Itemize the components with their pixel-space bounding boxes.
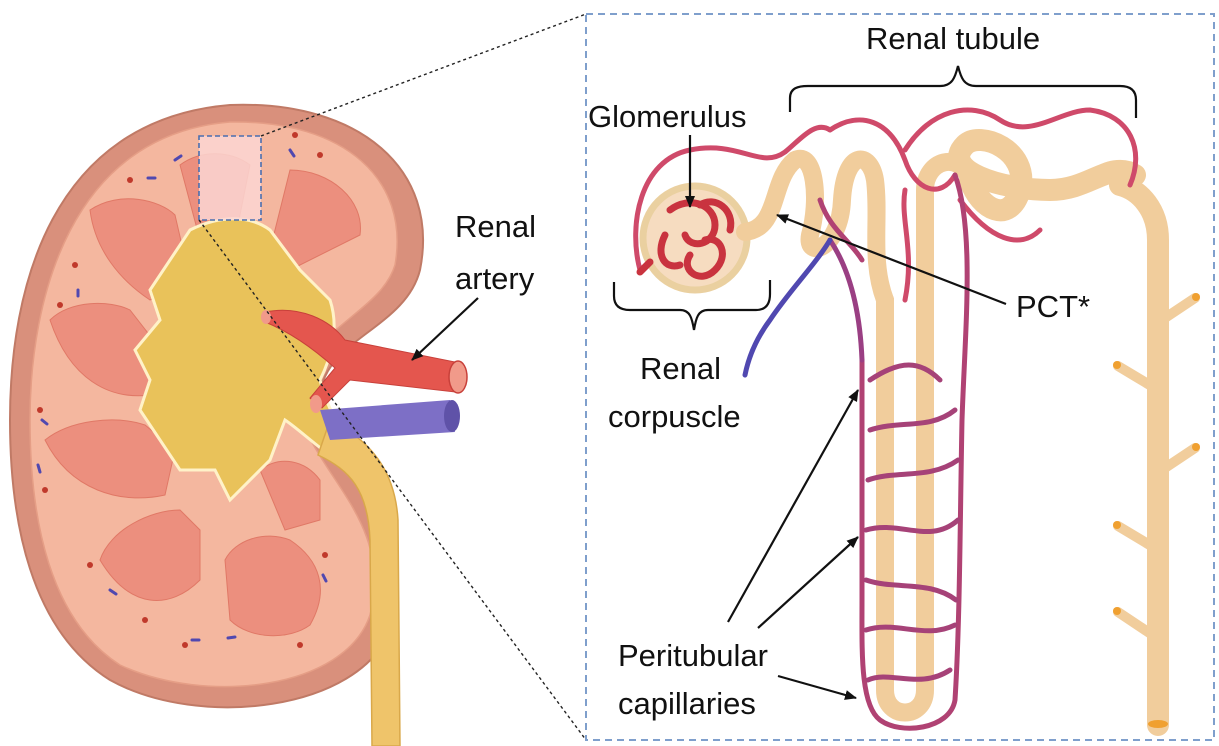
renal-corpuscle-label-line2: corpuscle [608,398,741,435]
glomerulus-label: Glomerulus [588,98,747,135]
renal-artery-arrow [412,298,478,360]
peritubular-arrow-3 [778,676,856,698]
peritubular-label-line1: Peritubular [618,637,768,674]
renal-artery-label-line2: artery [455,260,534,297]
peritubular-capillary-network [745,110,1136,728]
collecting-duct [1118,185,1195,725]
pct-label: PCT* [1016,288,1090,325]
renal-corpuscle-label-line1: Renal [640,350,721,387]
zoom-guide-top [261,14,586,136]
peritubular-arrow-1 [728,390,858,622]
distal-convoluted-tubule [959,140,1135,210]
renal-artery-label-line1: Renal [455,208,536,245]
pct-arrow [777,215,1006,304]
kidney-illustration [10,105,467,746]
peritubular-arrow-2 [758,537,858,628]
renal-tubule-label: Renal tubule [866,20,1040,57]
peritubular-label-line2: capillaries [618,685,756,722]
zoom-region-box [199,136,261,220]
renal-vein [320,400,460,440]
